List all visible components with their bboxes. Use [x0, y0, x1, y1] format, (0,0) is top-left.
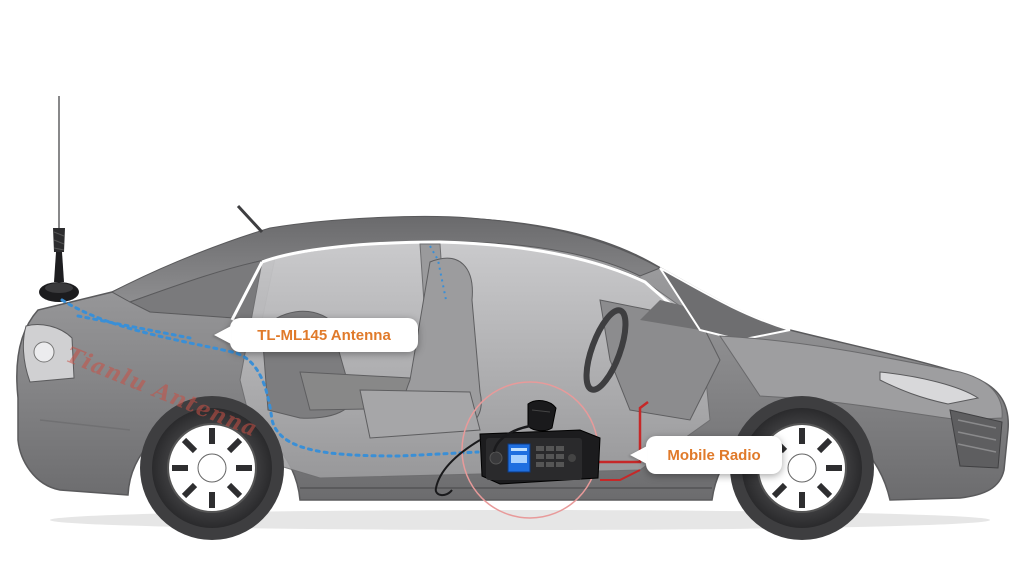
radio-callout: Mobile Radio [646, 436, 782, 474]
magnetic-antenna-icon [39, 96, 79, 302]
mobile-radio-icon [480, 430, 600, 484]
radio-callout-label: Mobile Radio [667, 447, 760, 464]
antenna-callout: TL-ML145 Antenna [230, 318, 418, 352]
antenna-callout-label: TL-ML145 Antenna [257, 327, 391, 344]
